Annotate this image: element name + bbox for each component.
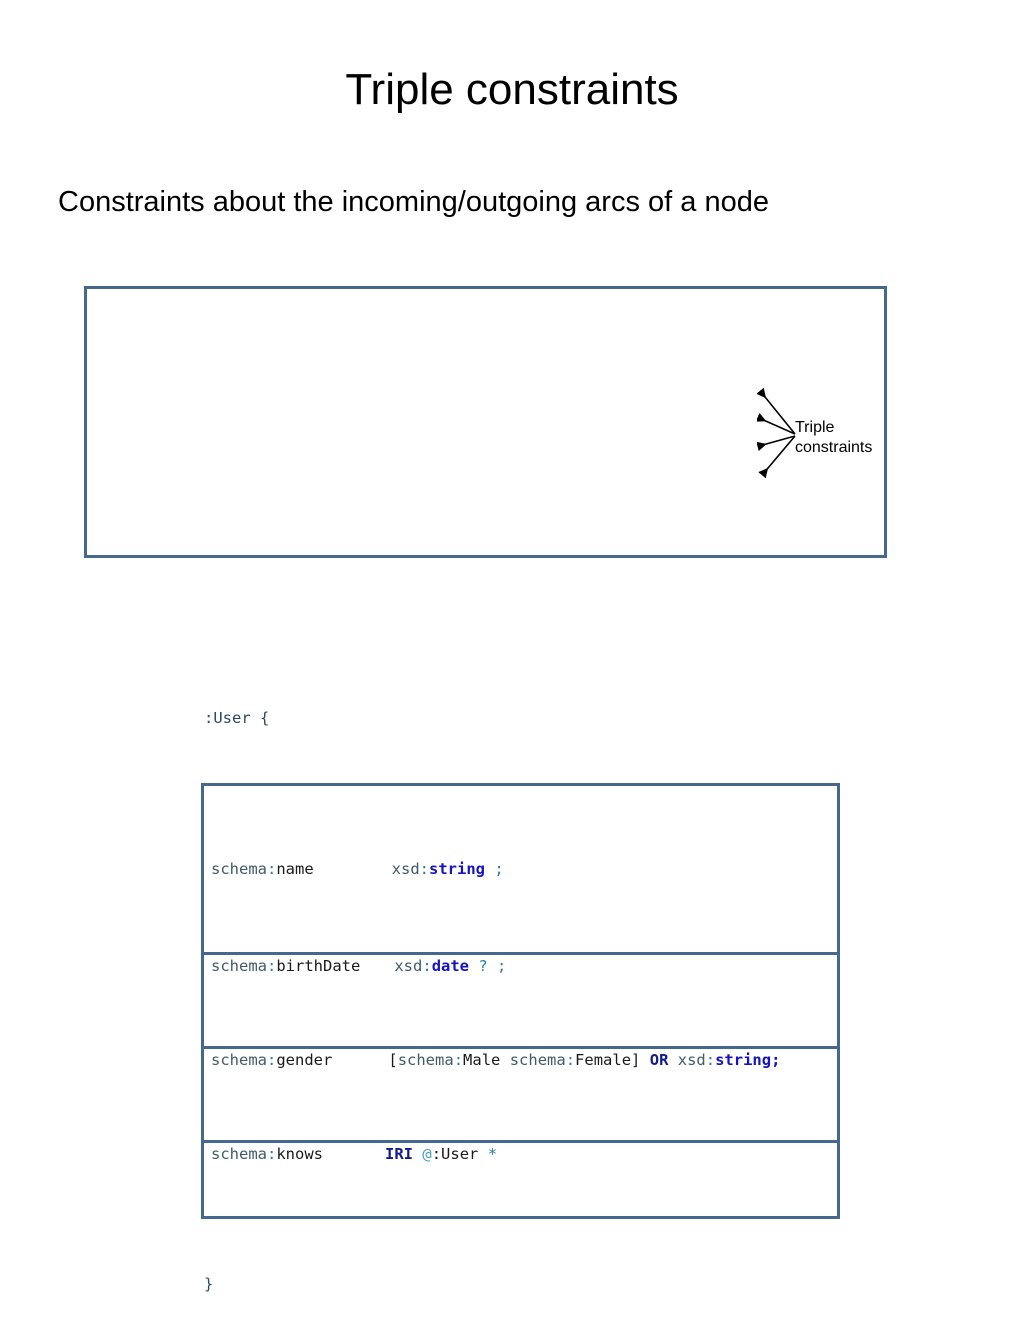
predicate-colon: :: [267, 1051, 277, 1069]
value-colon: :: [419, 860, 430, 878]
predicate-prefix: schema: [211, 957, 267, 975]
cardinality-star: *: [487, 1145, 498, 1163]
value-set-b-prefix: schema: [509, 1051, 566, 1069]
predicate-local-name: birthDate: [276, 957, 361, 975]
value-set-b-colon: :: [565, 1051, 576, 1069]
code-close-brace: }: [204, 1275, 214, 1293]
shape-ref-at-sign: @: [422, 1145, 432, 1163]
value-prefix: xsd: [677, 1051, 706, 1069]
predicate-local-name: knows: [276, 1145, 324, 1163]
shape-reference: :User: [431, 1145, 479, 1163]
or-operator: OR: [649, 1051, 669, 1069]
predicate-local-name: name: [276, 860, 314, 878]
cardinality-optional: ?: [478, 957, 488, 975]
predicate-prefix: schema: [211, 1051, 267, 1069]
annotation-line-2: constraints: [795, 439, 873, 456]
annotation-label: Triple constraints: [795, 418, 872, 458]
value-prefix: xsd: [394, 957, 423, 975]
predicate-colon: :: [267, 957, 277, 975]
statement-terminator: ;: [771, 1051, 781, 1069]
slide-subtitle: Constraints about the incoming/outgoing …: [58, 186, 769, 218]
value-datatype: string: [429, 860, 486, 878]
value-datatype: string: [715, 1051, 772, 1069]
predicate-prefix: schema: [211, 860, 267, 878]
page-title: Triple constraints: [345, 65, 679, 114]
spacer: [640, 1051, 649, 1069]
predicate-prefix: schema: [211, 1145, 267, 1163]
value-set-a-local: Male: [463, 1051, 501, 1069]
predicate-colon: :: [267, 1145, 277, 1163]
spacer: [668, 1051, 677, 1069]
value-set-open-bracket: [: [388, 1051, 398, 1069]
value-set-a-prefix: schema: [397, 1051, 454, 1069]
value-colon: :: [422, 957, 432, 975]
value-set-close-bracket: ]: [631, 1051, 641, 1069]
value-colon: :: [705, 1051, 716, 1069]
predicate-local-name: gender: [276, 1051, 333, 1069]
annotation-arrows: [755, 387, 801, 480]
value-set-a-colon: :: [453, 1051, 464, 1069]
spacer: [413, 1145, 422, 1163]
value-set-b-local: Female: [575, 1051, 632, 1069]
triple-constraint-row[interactable]: schema:gender[schema:Male schema:Female]…: [204, 1046, 837, 1069]
statement-terminator: ;: [497, 957, 507, 975]
iri-keyword: IRI: [385, 1145, 414, 1163]
value-datatype: date: [431, 957, 470, 975]
value-prefix: xsd: [391, 860, 420, 878]
annotation-line-1: Triple: [795, 419, 835, 436]
triple-constraint-row[interactable]: schema:knows IRI @:User *: [204, 1140, 837, 1163]
predicate-colon: :: [267, 860, 277, 878]
arrow-fan-icon: [755, 387, 796, 479]
code-open-brace: :User {: [204, 709, 270, 727]
spacer: [500, 1051, 509, 1069]
statement-terminator: ;: [494, 860, 504, 878]
